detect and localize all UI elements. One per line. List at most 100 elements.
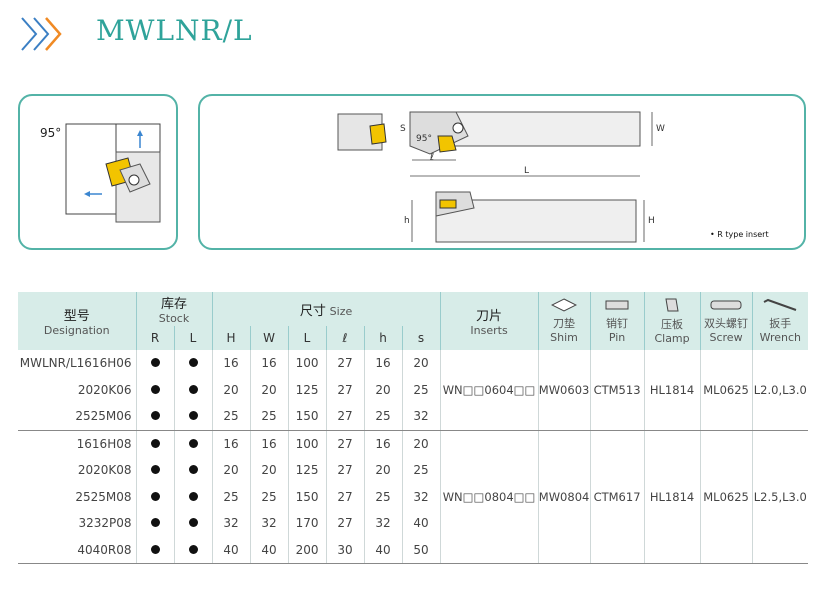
pin-icon [605,300,629,310]
size-H-cell: 16 [211,430,251,457]
size-l-cell: 27 [325,350,365,377]
size-H-header: H [211,326,251,350]
size-W-cell: 32 [249,510,289,537]
stock-r-dot-icon [150,518,160,528]
model-cell: 3232P08 [78,516,132,531]
model-cell: 2020K06 [77,382,132,397]
model-header: 型号 [63,309,90,324]
stock-l-dot-icon [188,384,198,394]
clamp-cell: HL1814 [643,350,701,431]
model-cell: 2020K08 [77,463,132,478]
dim-s-label: S [400,124,406,134]
stock-l-dot-icon [188,544,198,554]
stock-cell [135,510,174,537]
inserts-header-en: Inserts [470,324,508,337]
model-cell: MWLNR/L1616H06 [19,356,132,371]
shim-header: 刀垫 [553,317,576,330]
size-H-cell: 40 [211,536,251,564]
size-s-cell: 20 [401,430,441,457]
screw-cell: ML0625 [699,430,753,564]
size-W-cell: 16 [249,350,289,377]
r-type-note: • R type insert [710,230,769,239]
size-l-header: ℓ [325,326,365,350]
size-l-cell: 27 [325,510,365,537]
stock-r-dot-icon [150,438,160,448]
stock-cell [173,510,213,537]
approach-angle-panel: 95° [18,94,178,250]
stock-cell [135,483,174,510]
size-h-cell: 20 [363,376,403,403]
wrench-header: 扳手 [769,317,792,330]
dim-angle-label: 95° [416,134,432,144]
pin-cell: CTM617 [589,430,645,564]
screw-cell: ML0625 [699,350,753,431]
size-l-cell: 27 [325,376,365,403]
stock-cell [173,536,213,564]
size-W-cell: 20 [249,457,289,484]
dim-l-label: ℓ [430,152,435,163]
stock-cell [173,457,213,484]
size-W-cell: 40 [249,536,289,564]
pin-header: 销钉 [606,317,629,330]
chevron-logo-icon [21,17,62,51]
stock-cell [173,350,213,377]
size-H-cell: 20 [211,457,251,484]
shim-cell: MW0804 [537,430,591,564]
approach-angle-label: 95° [40,126,62,140]
shim-header-en: Shim [550,331,578,344]
size-L-cell: 150 [287,483,327,510]
page-title: MWLNR/L [96,14,253,47]
wrench-cell: L2.5,L3.0 [751,430,809,564]
size-s-cell: 50 [401,536,441,564]
size-s-cell: 32 [401,483,441,510]
stock-l-dot-icon [188,438,198,448]
stock-header-en: Stock [158,312,190,325]
size-L-cell: 100 [287,350,327,377]
size-W-header: W [249,326,289,350]
size-H-cell: 32 [211,510,251,537]
stock-cell [135,536,174,564]
clamp-icon [665,298,679,312]
size-h-cell: 32 [363,510,403,537]
screw-icon [710,300,742,310]
size-L-cell: 200 [287,536,327,564]
dim-L-label: L [524,166,530,176]
stock-r-header: R [135,326,174,350]
insert-cell: WN□□0804□□ [439,430,539,564]
size-H-cell: 16 [211,350,251,377]
size-h-header: h [363,326,403,350]
size-l-cell: 27 [325,457,365,484]
size-L-cell: 170 [287,510,327,537]
stock-cell [135,403,174,431]
stock-cell [135,457,174,484]
size-h-cell: 25 [363,483,403,510]
stock-r-dot-icon [150,491,160,501]
dim-W-label: W [656,124,665,134]
stock-cell [135,376,174,403]
size-header: 尺寸 [299,303,326,319]
clamp-header: 压板 [661,318,684,331]
stock-r-dot-icon [150,384,160,394]
size-h-cell: 20 [363,457,403,484]
size-h-cell: 40 [363,536,403,564]
wrench-cell: L2.0,L3.0 [751,350,809,431]
size-W-cell: 20 [249,376,289,403]
size-s-cell: 20 [401,350,441,377]
size-s-cell: 25 [401,457,441,484]
insert-cell: WN□□0604□□ [439,350,539,431]
size-h-cell: 16 [363,350,403,377]
size-L-cell: 125 [287,376,327,403]
stock-l-dot-icon [188,491,198,501]
size-s-cell: 25 [401,376,441,403]
stock-cell [173,376,213,403]
stock-l-dot-icon [188,518,198,528]
stock-cell [173,483,213,510]
size-l-cell: 30 [325,536,365,564]
inserts-header: 刀片 [476,309,503,324]
size-W-cell: 25 [249,483,289,510]
